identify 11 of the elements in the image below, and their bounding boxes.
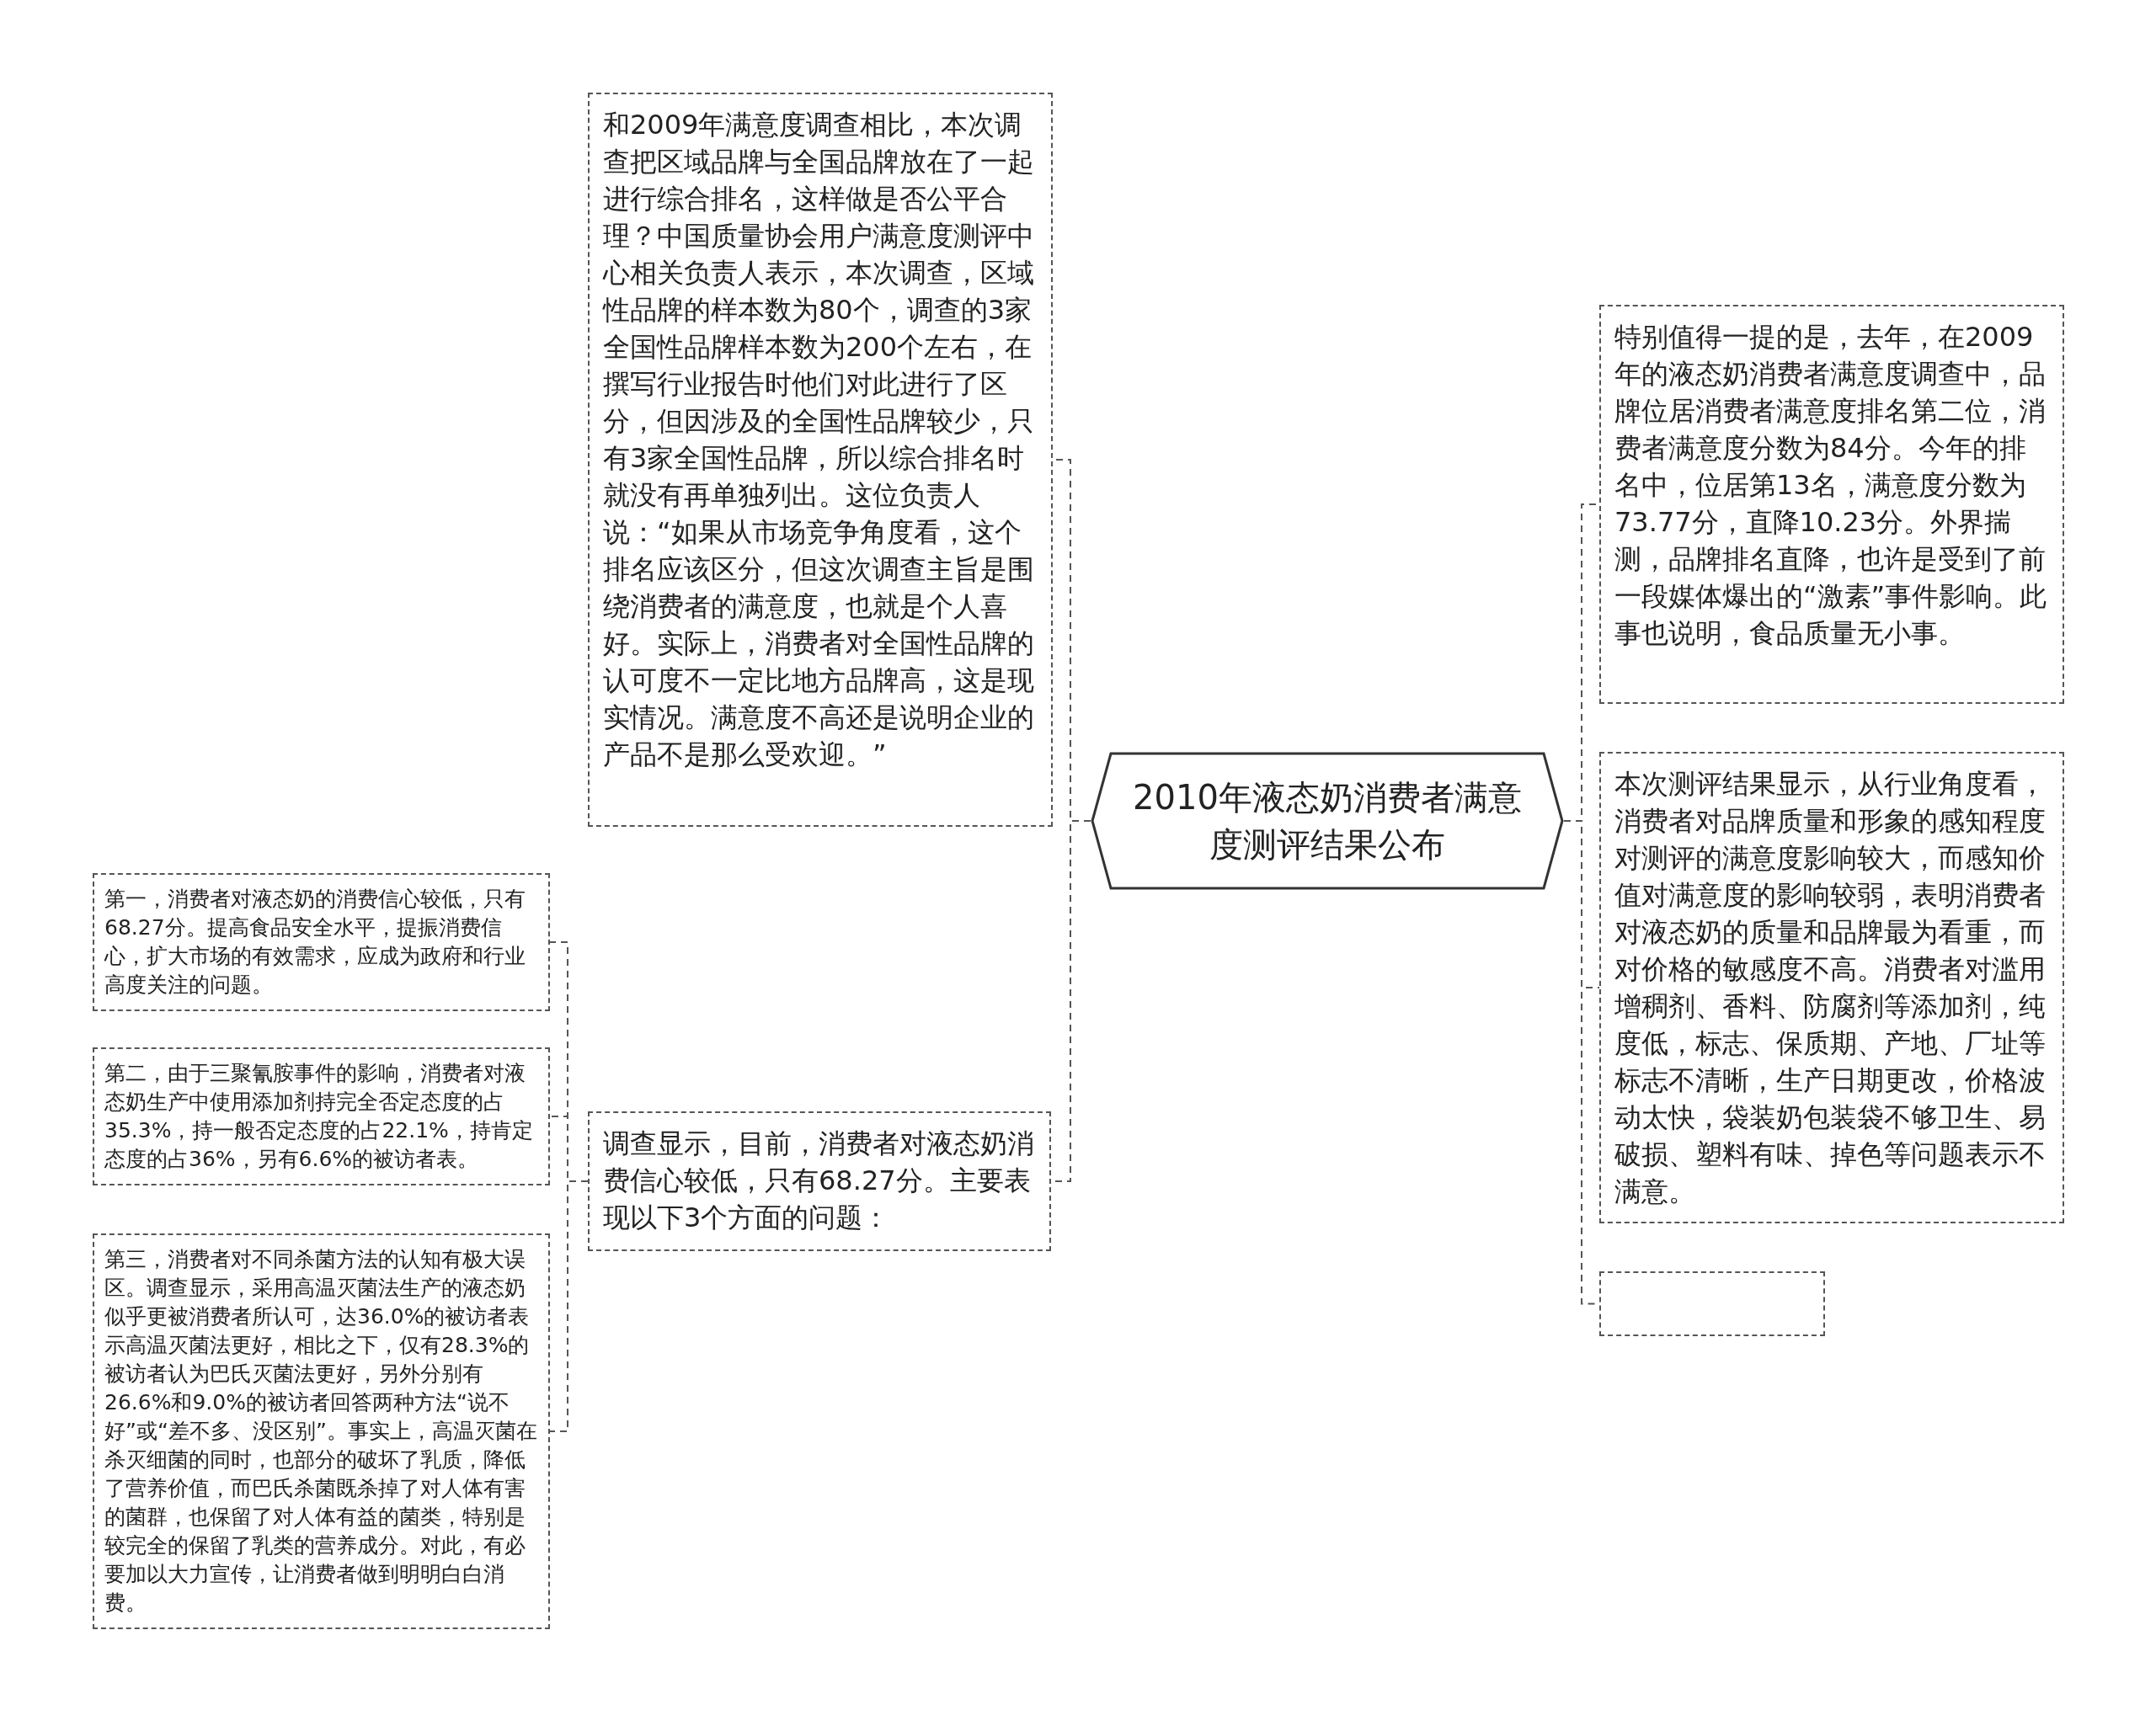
source-box — [1599, 1271, 1825, 1336]
note-box: 第二，由于三聚氰胺事件的影响，消费者对液态奶生产中使用添加剂持完全否定态度的占35.3%，持一般否定态度的占22.1%，持肯定态度的占36%，另有6.6%的被访者表。 — [93, 1047, 550, 1185]
topic-title: 2010年液态奶消费者满意度测评结果公布 — [1132, 777, 1523, 866]
note-box: 调查显示，目前，消费者对液态奶消费信心较低，只有68.27分。主要表现以下3个方面的问题： — [588, 1111, 1051, 1251]
note-box: 和2009年满意度调查相比，本次调查把区域品牌与全国品牌放在了一起进行综合排名，这样做是否公平合理？中国质量协会用户满意度测评中心相关负责人表示，本次调查，区域性品牌的样本数为80个，调查的3家全国性品牌样本数为200个左右，在撰写行业报告时他们对此进行了区分，但因涉及的全国性品牌较少，只有3家全国性品牌，所以综合排名时就没有再单独列出。这位负责人说：“如果从市场竞争角度看，这个排名应该区分，但这次调查主旨是围绕消费者的满意度，也就是个人喜好。实际上，消费者对全国性品牌的认可度不一定比地方品牌高，这是现实情况。满意度不高还是说明企业的产品不是那么受欢迎。” — [588, 93, 1053, 827]
note-box: 第三，消费者对不同杀菌方法的认知有极大误区。调查显示，采用高温灭菌法生产的液态奶似乎更被消费者所认可，达36.0%的被访者表示高温灭菌法更好，相比之下，仅有28.3%的被访者认为巴氏灭菌法更好，另外分别有26.6%和9.0%的被访者回答两种方法“说不好”或“差不多、没区别”。事实上，高温灭菌在杀灭细菌的同时，也部分的破坏了乳质，降低了营养价值，而巴氏杀菌既杀掉了对人体有害的菌群，也保留了对人体有益的菌类，特别是较完全的保留了乳类的营养成分。对此，有必要加以大力宣传，让消费者做到明明白白消费。 — [93, 1233, 550, 1629]
note-box: 第一，消费者对液态奶的消费信心较低，只有68.27分。提高食品安全水平，提振消费信心，扩大市场的有效需求，应成为政府和行业高度关注的问题。 — [93, 873, 550, 1011]
topic-hexagon — [1091, 752, 1564, 890]
note-box: 特别值得一提的是，去年，在2009年的液态奶消费者满意度调查中，品牌位居消费者满意度排名第二位，消费者满意度分数为84分。今年的排名中，位居第13名，满意度分数为73.77分，直降10.23分。外界揣测，品牌排名直降，也许是受到了前一段媒体爆出的“激素”事件影响。此事也说明，食品质量无小事。 — [1599, 305, 2064, 704]
connector-line — [549, 1180, 589, 1432]
note-box: 本次测评结果显示，从行业角度看，消费者对品牌质量和形象的感知程度对测评的满意度影响较大，而感知价值对满意度的影响较弱，表明消费者对液态奶的质量和品牌最为看重，而对价格的敏感度不高。消费者对滥用增稠剂、香料、防腐剂等添加剂，纯度低，标志、保质期、产地、厂址等标志不清晰，生产日期更改，价格波动太快，袋装奶包装袋不够卫生、易破损、塑料有味、掉色等问题表示不满意。 — [1599, 752, 2064, 1223]
